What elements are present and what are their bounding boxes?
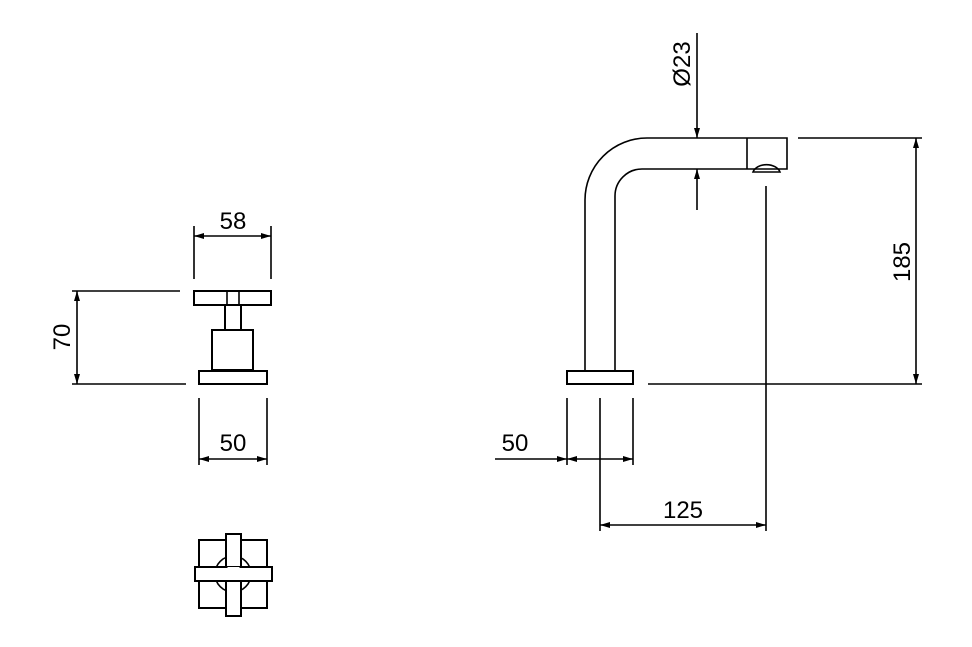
handle-crossbar [193,290,272,306]
aerator-outlet [751,163,782,173]
dimension-70: 70 [49,290,186,385]
dim-label-spout-height: 185 [889,242,916,282]
dim-label-handle-height: 70 [49,324,76,351]
handle-stem [224,304,242,331]
dimension-58: 58 [193,208,272,279]
handle-top-view [194,533,273,617]
dim-label-handle-width: 58 [220,208,247,235]
dimension-50-handle: 50 [198,398,268,465]
spout-body [584,137,788,371]
spout-base [566,370,634,385]
handle-side-view [193,290,272,385]
dimension-50-spout: 50 [495,398,634,465]
dimension-diameter-23: Ø23 [669,33,700,210]
dim-label-spout-base: 50 [502,430,529,457]
dim-label-spout-reach: 125 [663,497,703,524]
dim-label-handle-base: 50 [220,430,247,457]
dim-label-diameter: Ø23 [669,41,696,86]
dimension-125: 125 [599,186,767,531]
spout-side-view [566,137,788,385]
handle-body [211,329,254,371]
handle-base [198,370,268,385]
dimension-185: 185 [648,137,922,385]
